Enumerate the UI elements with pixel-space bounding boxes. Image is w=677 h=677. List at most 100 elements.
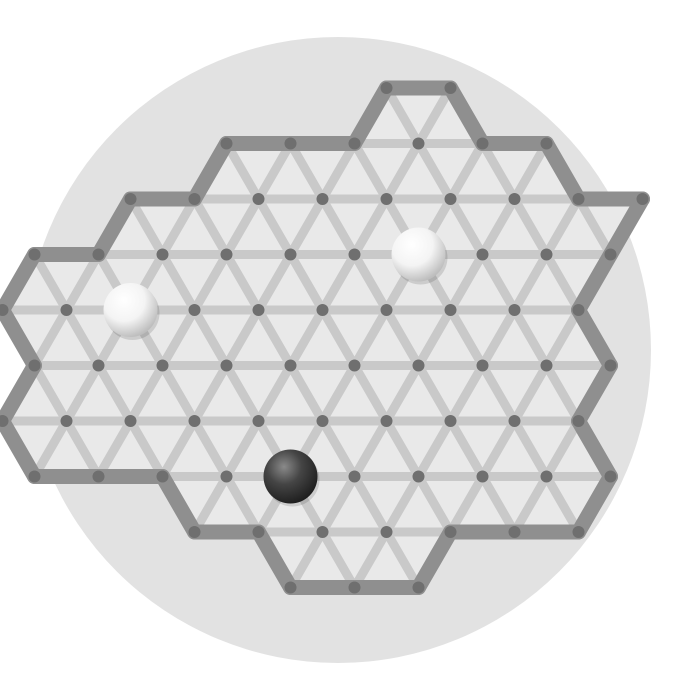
board-point[interactable]	[380, 526, 393, 538]
black-stone[interactable]	[263, 449, 320, 507]
board-point[interactable]	[476, 137, 489, 150]
board-point[interactable]	[92, 470, 105, 483]
board-point[interactable]	[444, 304, 457, 316]
white-stone[interactable]	[391, 227, 448, 285]
grid-line	[510, 194, 551, 259]
board-point[interactable]	[572, 304, 585, 316]
board-point[interactable]	[380, 304, 393, 316]
board-point[interactable]	[60, 304, 73, 316]
board-point[interactable]	[252, 526, 265, 538]
board-point[interactable]	[572, 193, 585, 205]
grid-line	[62, 361, 103, 426]
board-point[interactable]	[220, 248, 233, 261]
board-point[interactable]	[188, 193, 201, 205]
board-point[interactable]	[412, 359, 425, 372]
board-point[interactable]	[156, 248, 169, 261]
board-point[interactable]	[252, 415, 265, 427]
board-point[interactable]	[604, 470, 617, 483]
grid-line	[222, 305, 263, 370]
board-point[interactable]	[284, 137, 297, 150]
grid-line	[30, 361, 71, 426]
board-point[interactable]	[412, 137, 425, 150]
grid-line	[414, 83, 455, 148]
board-point[interactable]	[380, 193, 393, 205]
board-border	[0, 80, 650, 595]
board-point[interactable]	[348, 137, 361, 150]
board-point[interactable]	[380, 82, 393, 94]
grid-line	[254, 139, 295, 204]
grid-line	[478, 472, 519, 537]
board-point[interactable]	[508, 193, 521, 205]
board-point[interactable]	[508, 304, 521, 316]
board-point[interactable]	[188, 415, 201, 427]
board-point[interactable]	[156, 470, 169, 483]
board-point[interactable]	[284, 581, 297, 594]
board-point[interactable]	[60, 415, 73, 427]
board-point[interactable]	[540, 137, 553, 150]
board-point[interactable]	[380, 415, 393, 427]
board-point[interactable]	[316, 415, 329, 427]
board-point[interactable]	[540, 470, 553, 483]
board-point[interactable]	[444, 82, 457, 94]
board-point[interactable]	[540, 248, 553, 261]
board-point[interactable]	[156, 359, 169, 372]
board-point[interactable]	[476, 470, 489, 483]
board-point[interactable]	[604, 248, 617, 261]
board-point[interactable]	[220, 137, 233, 150]
border-segment	[539, 136, 586, 207]
grid-line	[286, 527, 327, 592]
white-stone-body	[391, 227, 446, 282]
board-point[interactable]	[252, 304, 265, 316]
board-point[interactable]	[124, 415, 137, 427]
board-point[interactable]	[412, 470, 425, 483]
board-point[interactable]	[220, 470, 233, 483]
board-point[interactable]	[284, 248, 297, 261]
board-point[interactable]	[28, 470, 41, 483]
board-point[interactable]	[316, 193, 329, 205]
grid-line	[542, 416, 583, 481]
board-point[interactable]	[252, 193, 265, 205]
board-point[interactable]	[92, 248, 105, 261]
board-point[interactable]	[92, 359, 105, 372]
board-point[interactable]	[316, 304, 329, 316]
grid-line	[350, 194, 391, 259]
border-segment	[0, 413, 42, 484]
board-point[interactable]	[348, 248, 361, 261]
board-point[interactable]	[348, 470, 361, 483]
grid-line	[350, 305, 391, 370]
grid-line	[158, 361, 199, 426]
board-point[interactable]	[572, 526, 585, 538]
board-point[interactable]	[0, 304, 9, 316]
board-point[interactable]	[0, 415, 9, 427]
board-point[interactable]	[124, 193, 137, 205]
board-point[interactable]	[28, 359, 41, 372]
border-segment	[347, 80, 394, 151]
board-point[interactable]	[348, 359, 361, 372]
grid-line	[222, 416, 263, 481]
board-point[interactable]	[188, 526, 201, 538]
board-point[interactable]	[476, 248, 489, 261]
board-point[interactable]	[444, 415, 457, 427]
board-point[interactable]	[476, 359, 489, 372]
board-point[interactable]	[188, 304, 201, 316]
border-segment	[0, 302, 42, 373]
grid-line	[478, 139, 519, 204]
board-point[interactable]	[572, 415, 585, 427]
board-point[interactable]	[604, 359, 617, 372]
board-point[interactable]	[220, 359, 233, 372]
board-point[interactable]	[508, 415, 521, 427]
board-point[interactable]	[444, 193, 457, 205]
board-point[interactable]	[444, 526, 457, 538]
board-point[interactable]	[348, 581, 361, 594]
board-point[interactable]	[508, 526, 521, 538]
board-point[interactable]	[316, 526, 329, 538]
board-point[interactable]	[636, 193, 649, 205]
grid-line	[30, 250, 71, 315]
grid-line	[190, 416, 231, 481]
board-point[interactable]	[412, 581, 425, 594]
white-stone[interactable]	[103, 283, 160, 340]
board-point[interactable]	[284, 359, 297, 372]
board-point[interactable]	[540, 359, 553, 372]
board-point[interactable]	[28, 248, 41, 261]
